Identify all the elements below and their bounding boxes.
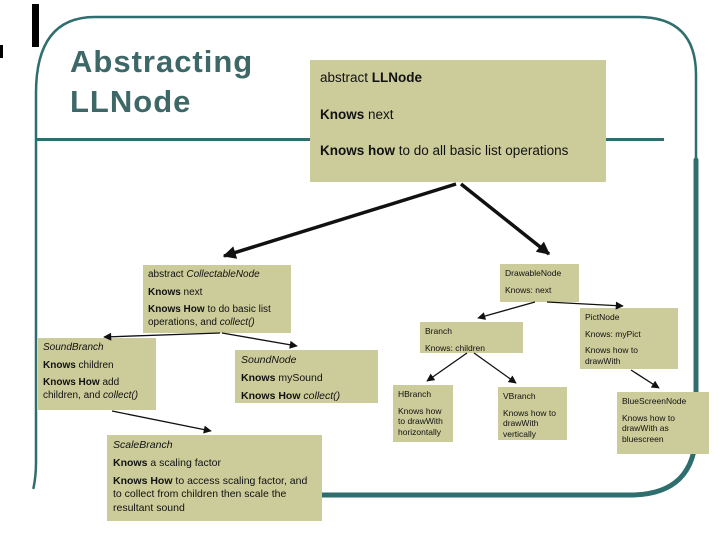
text-segment: to do basic list operations, and: [148, 304, 271, 328]
text-segment: Knows How: [43, 377, 100, 388]
text-segment: LLNode: [371, 70, 423, 85]
text-line: PictNode: [585, 312, 673, 323]
text-line: Knows: next: [505, 285, 574, 296]
text-line: Knows how to drawWith as bluescreen: [622, 413, 704, 445]
text-segment: collect(): [103, 389, 139, 401]
text-segment: CollectableNode: [186, 269, 260, 280]
text-line: Knows how to drawWith vertically: [503, 408, 562, 440]
text-line: VBranch: [503, 391, 562, 402]
text-segment: collect(): [219, 316, 255, 328]
text-line: Knows mySound: [241, 372, 372, 385]
text-segment: Knows: next: [505, 284, 552, 295]
text-line: SoundBranch: [43, 342, 151, 355]
text-segment: Knows how: [320, 143, 395, 159]
text-segment: next: [364, 106, 394, 122]
text-segment: Branch: [425, 326, 452, 336]
text-segment: Knows how to drawWith horizontally: [398, 405, 443, 437]
text-line: Knows next: [320, 106, 576, 124]
text-line: HBranch: [398, 389, 448, 400]
text-line: Knows: children: [425, 343, 518, 353]
text-line: SoundNode: [241, 354, 372, 367]
text-segment: DrawableNode: [505, 268, 562, 278]
text-line: Knows how to drawWith: [585, 345, 673, 366]
text-line: abstract CollectableNode: [148, 269, 286, 282]
text-line: ScaleBranch: [113, 439, 316, 452]
text-segment: Knows: [113, 457, 148, 470]
text-segment: Knows: myPict: [585, 328, 641, 339]
text-line: Knows how to drawWith horizontally: [398, 406, 448, 438]
edge-accent-mark: [0, 45, 3, 58]
text-segment: next: [180, 286, 203, 298]
text-segment: collect(): [303, 390, 341, 403]
text-segment: Knows: [148, 286, 181, 298]
text-segment: SoundBranch: [43, 342, 104, 353]
text-segment: SoundNode: [241, 354, 297, 366]
text-segment: Knows how to drawWith vertically: [503, 407, 556, 439]
text-segment: Knows: [320, 106, 365, 122]
text-segment: abstract: [320, 70, 372, 85]
text-segment: Knows: [241, 372, 276, 385]
title-line-1: Abstracting: [70, 44, 254, 79]
text-segment: mySound: [275, 372, 323, 385]
text-line: Knows How to access scaling factor, and …: [113, 475, 316, 514]
text-segment: Knows how to drawWith: [585, 345, 638, 366]
text-segment: Knows How: [148, 304, 205, 315]
text-line: abstract LLNode: [320, 69, 576, 87]
text-segment: Knows How: [113, 475, 173, 488]
text-segment: Knows: children: [425, 342, 486, 353]
border-thin-path: [32, 15, 698, 490]
text-line: Knows children: [43, 360, 151, 373]
accent-bar: [32, 4, 39, 47]
text-segment: a scaling factor: [147, 457, 221, 470]
text-segment: add children, and: [43, 377, 120, 401]
text-line: Branch: [425, 326, 518, 337]
text-segment: children: [75, 359, 114, 371]
page-title: Abstracting LLNode: [70, 42, 253, 122]
text-line: Knows How to do basic list operations, a…: [148, 304, 286, 329]
text-segment: ScaleBranch: [113, 439, 173, 451]
text-segment: Knows How: [241, 390, 301, 403]
text-segment: to access scaling factor, and to collect…: [113, 475, 308, 514]
text-segment: VBranch: [503, 391, 536, 401]
text-segment: HBranch: [398, 389, 432, 399]
text-segment: BlueScreenNode: [622, 396, 687, 406]
text-line: Knows: myPict: [585, 329, 673, 340]
text-line: Knows next: [148, 287, 286, 300]
text-segment: abstract: [148, 269, 187, 280]
text-line: Knows How add children, and collect(): [43, 377, 151, 402]
text-line: Knows how to do all basic list operation…: [320, 142, 576, 160]
title-line-2: LLNode: [70, 84, 192, 119]
text-line: Knows How collect(): [241, 390, 372, 403]
text-line: DrawableNode: [505, 268, 574, 279]
text-segment: to do all basic list operations: [395, 143, 569, 159]
text-segment: Knows how to drawWith as bluescreen: [622, 412, 675, 444]
text-segment: PictNode: [585, 312, 620, 322]
text-line: BlueScreenNode: [622, 396, 704, 407]
text-line: Knows a scaling factor: [113, 457, 316, 470]
text-segment: Knows: [43, 359, 76, 371]
